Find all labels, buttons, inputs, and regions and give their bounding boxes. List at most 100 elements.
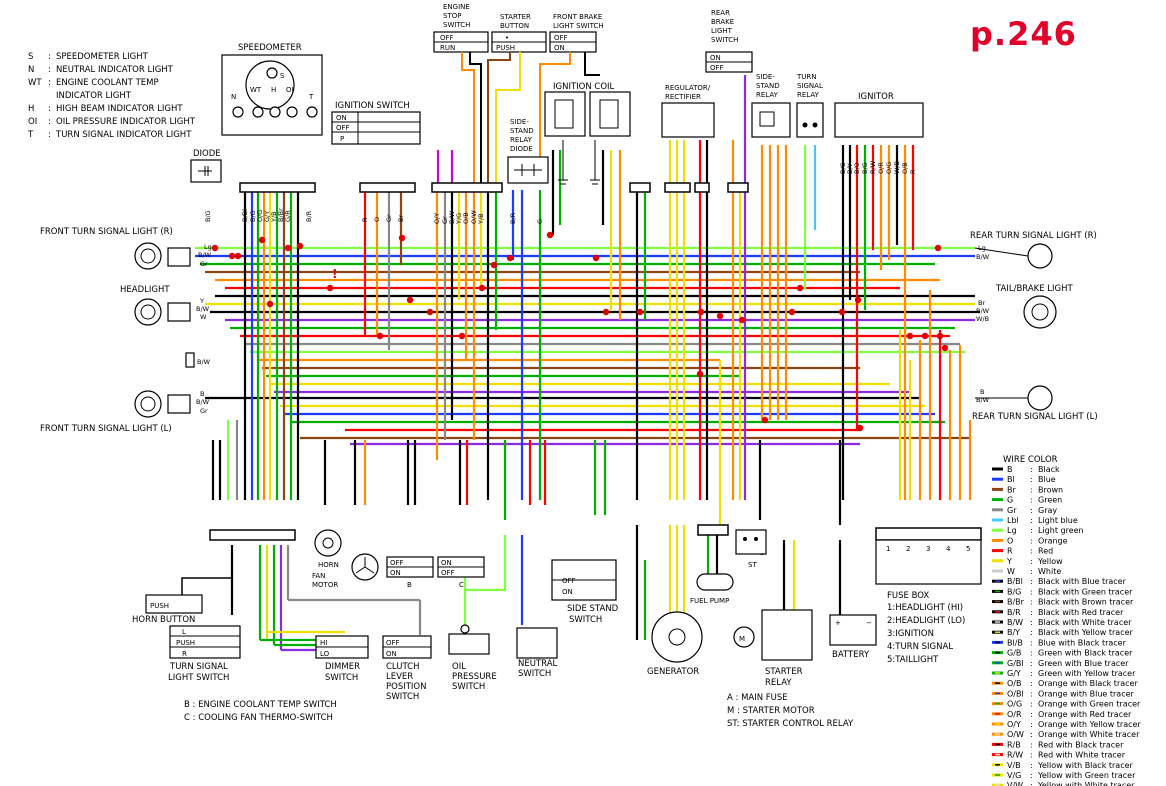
svg-text:N: N bbox=[28, 65, 34, 75]
legend-row: O:Orange bbox=[992, 536, 1068, 545]
svg-text:OFF: OFF bbox=[440, 34, 454, 42]
svg-text::: : bbox=[1030, 557, 1033, 566]
svg-text:B/O: B/O bbox=[853, 162, 861, 174]
svg-text:1:HEADLIGHT (HI): 1:HEADLIGHT (HI) bbox=[887, 603, 963, 613]
legend-row: O/Y:Orange with Yellow tracer bbox=[992, 720, 1141, 729]
junction-dot bbox=[854, 296, 862, 304]
legend-row: V/W:Yellow with White tracer bbox=[992, 781, 1135, 786]
svg-text:R: R bbox=[361, 217, 369, 222]
svg-text:B/W: B/W bbox=[448, 210, 456, 224]
rear-turn-signal-l: REAR TURN SIGNAL LIGHT (L) B B/W bbox=[972, 385, 1098, 422]
svg-text:O/B: O/B bbox=[462, 212, 470, 224]
junction-dot bbox=[936, 332, 944, 340]
legend-code: B/Bl bbox=[1007, 577, 1023, 586]
svg-text:MOTOR: MOTOR bbox=[312, 581, 338, 589]
svg-text:B: B bbox=[407, 581, 412, 589]
warning-mark: ! bbox=[332, 267, 337, 281]
svg-text:B : ENGINE COOLANT TEMP SWITCH: B : ENGINE COOLANT TEMP SWITCH bbox=[184, 700, 337, 710]
svg-text:HI: HI bbox=[320, 639, 327, 647]
svg-text:STOP: STOP bbox=[443, 12, 461, 20]
junction-dot bbox=[761, 416, 769, 424]
junction-dot bbox=[941, 344, 949, 352]
svg-text:FUEL PUMP: FUEL PUMP bbox=[690, 597, 729, 605]
svg-text:ST: ST bbox=[748, 561, 757, 569]
legend-code: O/R bbox=[1007, 710, 1022, 719]
svg-text::: : bbox=[1030, 465, 1033, 474]
part-notes: A : MAIN FUSE M : STARTER MOTOR ST: STAR… bbox=[727, 693, 854, 729]
svg-text:W/B: W/B bbox=[976, 315, 989, 323]
junction-dot bbox=[266, 300, 274, 308]
junction-dot bbox=[716, 312, 724, 320]
rear-brake-switch: REAR BRAKE LIGHT SWITCH ON OFF bbox=[629, 9, 753, 193]
svg-text:ON: ON bbox=[710, 54, 721, 62]
turn-signal-relay: TURN SIGNAL RELAY bbox=[796, 73, 824, 138]
svg-text:Y/G: Y/G bbox=[455, 213, 463, 225]
svg-text:STAND: STAND bbox=[510, 127, 534, 135]
svg-text:B/W: B/W bbox=[976, 253, 990, 261]
wire-harness bbox=[195, 75, 980, 652]
legend-row: O/Bl:Orange with Blue tracer bbox=[992, 689, 1135, 698]
junction-dot bbox=[697, 308, 705, 316]
svg-text:G: G bbox=[536, 219, 544, 224]
legend-code: Gr bbox=[1007, 506, 1017, 515]
svg-text:TURN: TURN bbox=[796, 73, 817, 81]
svg-text:TURN SIGNAL INDICATOR LIGHT: TURN SIGNAL INDICATOR LIGHT bbox=[55, 130, 192, 140]
legend-row: O/B:Orange with Black tracer bbox=[992, 679, 1138, 688]
svg-text:R/W: R/W bbox=[869, 160, 877, 174]
legend-name: Gray bbox=[1038, 506, 1057, 515]
svg-text:REAR: REAR bbox=[711, 9, 730, 17]
svg-text::: : bbox=[1030, 536, 1033, 545]
svg-text::: : bbox=[1030, 781, 1033, 786]
svg-text:SIDE STAND: SIDE STAND bbox=[567, 604, 619, 614]
svg-text:SWITCH: SWITCH bbox=[325, 673, 358, 683]
svg-text::: : bbox=[1030, 730, 1033, 739]
svg-text:OFF: OFF bbox=[562, 577, 576, 585]
fuel-pump: FUEL PUMP bbox=[690, 524, 734, 605]
svg-text:SWITCH: SWITCH bbox=[443, 21, 470, 29]
svg-text:B/Bl: B/Bl bbox=[241, 209, 249, 222]
legend-row: G/Bl:Green with Blue tracer bbox=[992, 659, 1129, 668]
ignition-coil: IGNITION COIL bbox=[544, 82, 631, 185]
svg-text:STAND: STAND bbox=[756, 82, 780, 90]
legend-row: G:Green bbox=[992, 496, 1062, 505]
legend-row: B/W:Black with White tracer bbox=[992, 618, 1132, 627]
svg-text::: : bbox=[1030, 761, 1033, 770]
junction-dot bbox=[838, 308, 846, 316]
svg-text:G/Y: G/Y bbox=[263, 211, 271, 222]
svg-text:FAN: FAN bbox=[312, 572, 325, 580]
svg-text:B/G: B/G bbox=[861, 162, 869, 174]
legend-code: B bbox=[1007, 465, 1013, 474]
svg-text:INDICATOR LIGHT: INDICATOR LIGHT bbox=[56, 91, 132, 101]
svg-text:Br: Br bbox=[978, 299, 985, 307]
svg-text:OFF: OFF bbox=[336, 124, 350, 132]
svg-text:RELAY: RELAY bbox=[765, 678, 792, 688]
legend-row: B/R:Black with Red tracer bbox=[992, 608, 1124, 617]
svg-text:WT: WT bbox=[28, 78, 42, 88]
junction-dot bbox=[636, 308, 644, 316]
legend-name: Yellow bbox=[1037, 557, 1063, 566]
clutch-switch: OFF ON CLUTCH LEVER POSITION SWITCH bbox=[382, 635, 432, 702]
junction-dot bbox=[856, 424, 864, 432]
junction-dot bbox=[326, 284, 334, 292]
svg-text:B/G: B/G bbox=[249, 210, 257, 222]
svg-text:G/R: G/R bbox=[284, 210, 292, 222]
tail-brake-label: TAIL/BRAKE LIGHT bbox=[995, 284, 1074, 294]
junction-dot bbox=[258, 236, 266, 244]
legend-code: Bl/B bbox=[1007, 638, 1023, 647]
svg-text::: : bbox=[48, 78, 51, 88]
legend-row: B/Br:Black with Brown tracer bbox=[992, 598, 1134, 607]
legend-code: O/Bl bbox=[1007, 689, 1024, 698]
svg-text::: : bbox=[1030, 587, 1033, 596]
svg-text::: : bbox=[1030, 689, 1033, 698]
ignition-switch: IGNITION SWITCH ON OFF P R O Gr Br bbox=[331, 101, 421, 222]
svg-text:B/R: B/R bbox=[509, 212, 517, 224]
svg-text:SPEEDOMETER LIGHT: SPEEDOMETER LIGHT bbox=[56, 52, 149, 62]
starter-motor: M bbox=[733, 626, 755, 648]
svg-text:S: S bbox=[28, 52, 33, 62]
svg-text::: : bbox=[1030, 659, 1033, 668]
junction-dot bbox=[234, 252, 242, 260]
svg-text:LO: LO bbox=[320, 650, 330, 658]
svg-text::: : bbox=[1030, 618, 1033, 627]
svg-text:SWITCH: SWITCH bbox=[569, 615, 602, 625]
svg-text:REGULATOR/: REGULATOR/ bbox=[665, 84, 711, 92]
